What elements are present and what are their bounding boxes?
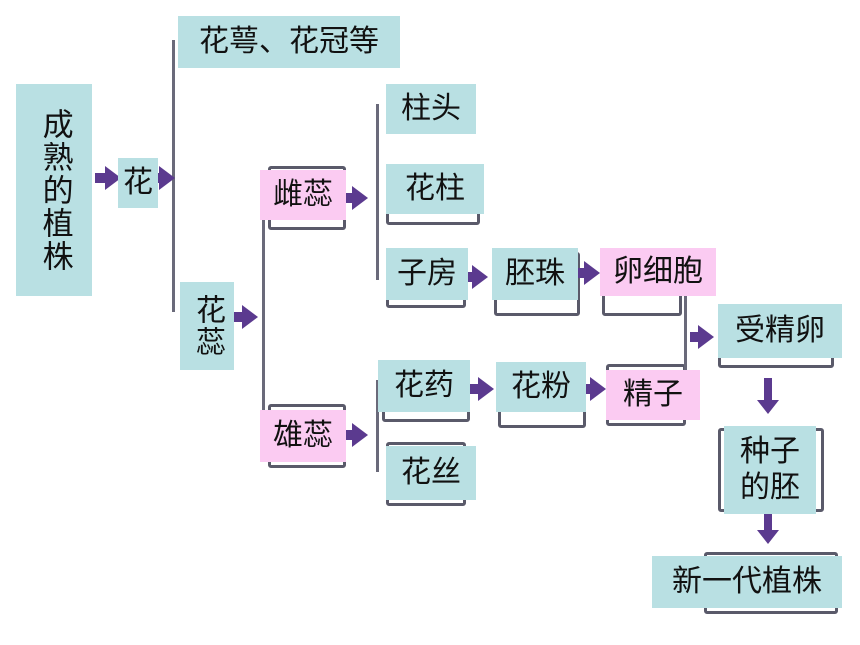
arrow-shaft-plant-flower <box>95 173 105 183</box>
node-pistil: 雌蕊 <box>260 170 346 220</box>
bracket-pistil <box>376 104 379 280</box>
bracket-stamen <box>376 380 379 472</box>
node-style: 花柱 <box>386 164 484 214</box>
arrow-shaft-fertilization <box>690 332 698 342</box>
arrow-shaft-ruizhen <box>234 312 242 322</box>
node-flower: 花 <box>118 158 158 208</box>
arrow-shaft-stamen <box>346 430 352 440</box>
arrow-shaft-anther <box>470 384 478 394</box>
node-zygote: 受精卵 <box>718 304 842 358</box>
arrow-ruizhen-to-bracket <box>242 305 258 329</box>
node-pollen: 花粉 <box>496 362 586 412</box>
bracket-pistil-stamen <box>262 208 265 430</box>
arrow-shaft-pollen <box>584 384 590 394</box>
arrow-ovary-to-ovule <box>472 265 488 289</box>
node-embryo: 种子的胚 <box>724 426 816 514</box>
bracket-fertilization <box>684 272 687 392</box>
node-stigma: 柱头 <box>386 84 476 134</box>
arrow-embryo-to-new-plant <box>757 530 779 544</box>
arrow-zygote-to-embryo <box>757 400 779 414</box>
arrow-plant-to-flower <box>105 166 121 190</box>
node-ovule: 胚珠 <box>492 248 578 300</box>
node-filament: 花丝 <box>386 446 476 500</box>
arrow-to-zygote <box>698 325 714 349</box>
arrow-shaft-ovule <box>578 268 584 278</box>
arrow-stamen-to-bracket <box>352 423 368 447</box>
node-mature-plant: 成熟的植株 <box>16 84 92 296</box>
arrow-flower-to-bracket <box>159 166 175 190</box>
node-pistil-stamen: 花蕊 <box>180 282 234 370</box>
arrow-shaft-ovary <box>466 272 472 282</box>
arrow-shaft-pistil <box>346 193 352 203</box>
arrow-anther-to-pollen <box>478 377 494 401</box>
node-egg-cell: 卵细胞 <box>600 248 716 296</box>
arrow-pollen-to-sperm <box>590 377 606 401</box>
node-sperm: 精子 <box>606 370 700 420</box>
arrow-pistil-to-bracket <box>352 186 368 210</box>
arrow-ovule-to-egg <box>584 261 600 285</box>
node-anther: 花药 <box>378 360 470 412</box>
arrow-shaft-embryo-new <box>764 512 772 530</box>
node-new-plant: 新一代植株 <box>652 556 842 608</box>
node-sepal-petal: 花萼、花冠等 <box>178 16 400 68</box>
node-ovary: 子房 <box>386 248 468 300</box>
arrow-shaft-zygote-embryo <box>764 378 772 400</box>
node-stamen: 雄蕊 <box>260 410 346 462</box>
